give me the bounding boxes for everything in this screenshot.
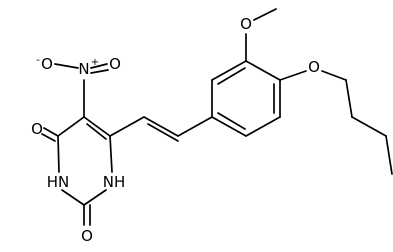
nitro-nitrogen-label: N [78, 60, 89, 78]
nitro-oxygen-right-label: O [109, 55, 121, 73]
ring-nh-left-label: HN [47, 173, 70, 191]
nitro-group-bonds [54, 63, 109, 118]
nitro-plus-charge: + [91, 57, 99, 68]
carbonyl-oxygen-bottom-label: O [81, 227, 93, 245]
pyrimidine-ring [57, 116, 113, 206]
butoxy-bonds [279, 70, 393, 175]
methoxy-bonds [245, 8, 277, 62]
nitro-oxygen-charge: - [36, 55, 40, 66]
carbonyl-oxygen-top-label: O [31, 120, 43, 138]
ring-nh-right-label: NH [103, 173, 126, 191]
butoxy-oxygen-label: O [308, 58, 320, 76]
benzene-ring [211, 60, 281, 137]
nitro-oxygen-left-label: O [41, 55, 53, 73]
vinyl-linker [109, 116, 213, 142]
methoxy-oxygen-label: O [240, 15, 252, 33]
carbonyl-bonds [41, 127, 91, 226]
